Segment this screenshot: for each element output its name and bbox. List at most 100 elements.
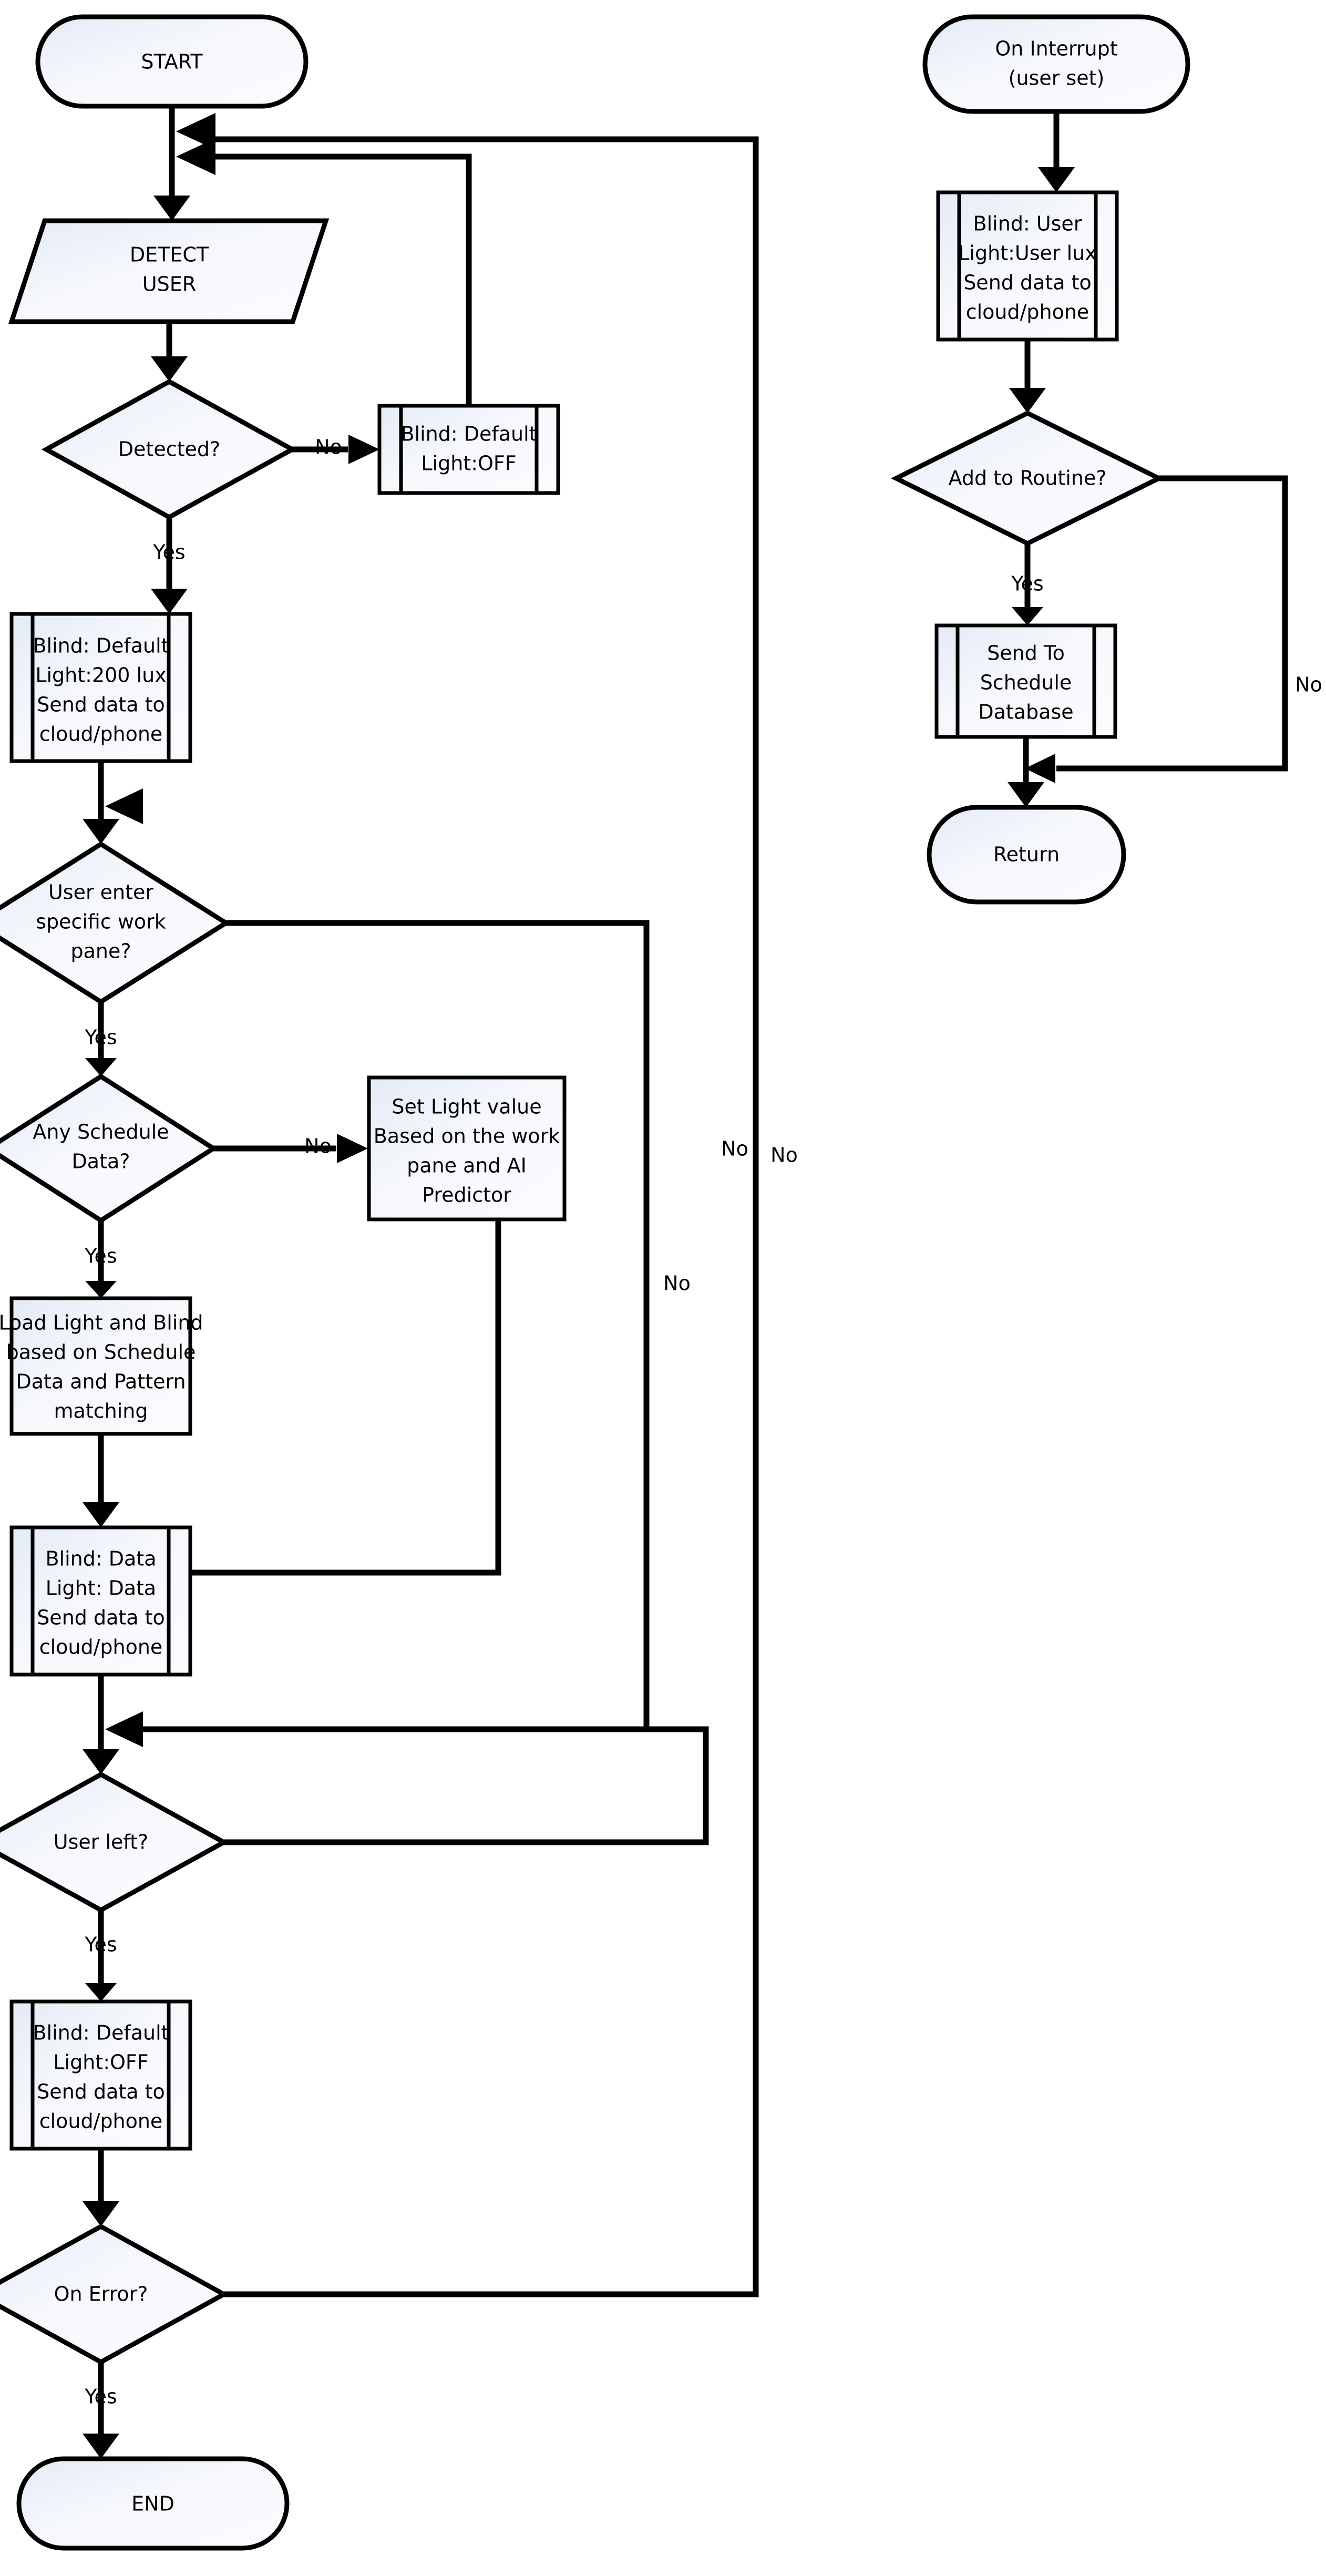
work-pane-line2: specific work <box>36 910 166 933</box>
blind-data-line3: Send data to <box>37 1606 165 1629</box>
edge-label-schedule-yes: Yes <box>84 1245 117 1268</box>
blind-data-line2: Light: Data <box>46 1577 156 1600</box>
node-blind-user[interactable]: Blind: User Light:User lux Send data to … <box>936 190 1119 342</box>
blind-default-off-end-line3: Send data to <box>37 2080 165 2103</box>
work-pane-line1: User enter <box>48 881 153 904</box>
blind-user-line1: Blind: User <box>973 212 1082 235</box>
arrowhead-loadlight-in <box>85 1281 117 1298</box>
arrowhead-workpane-in <box>83 819 119 844</box>
node-blind-default-off[interactable]: Blind: Default Light:OFF <box>377 404 560 495</box>
blind-user-shape <box>936 190 1119 342</box>
schedule-data-line1: Any Schedule <box>33 1121 169 1144</box>
arrowhead-blindoff-in <box>348 435 379 464</box>
start-label: START <box>141 50 203 74</box>
node-user-left-decision[interactable]: User left? <box>0 1771 229 1913</box>
blind-default-200-line2: Light:200 lux <box>35 664 166 687</box>
node-start[interactable]: START <box>35 14 309 109</box>
edge-label-userleft-no: No <box>721 1137 748 1161</box>
send-schedule-db-shape <box>934 623 1117 739</box>
blind-default-off-end-line4: cloud/phone <box>39 2110 163 2133</box>
blind-user-line4: cloud/phone <box>966 301 1089 324</box>
node-end[interactable]: END <box>16 2456 290 2551</box>
edge-label-addroutine-yes: Yes <box>1011 572 1043 596</box>
arrowhead-detected-in <box>151 356 188 382</box>
set-light-value-line1: Set Light value <box>392 1095 541 1118</box>
send-schedule-db-line1: Send To <box>987 642 1065 665</box>
end-label: END <box>131 2492 174 2516</box>
blind-default-off-end-shape <box>9 1999 192 2151</box>
arrowhead-merge-loops <box>105 1711 143 1747</box>
send-schedule-db-line3: Database <box>978 701 1073 724</box>
schedule-data-line2: Data? <box>72 1150 130 1173</box>
blind-default-off-line1: Blind: Default <box>400 423 537 446</box>
edge-label-workpane-no: No <box>663 1272 691 1295</box>
edge-blindoff-loopback <box>210 153 472 406</box>
edge-label-addroutine-no: No <box>1295 673 1322 696</box>
arrowhead-blindoffend-in <box>85 1983 117 2002</box>
on-interrupt-line2: (user set) <box>1009 67 1105 90</box>
blind-default-200-line1: Blind: Default <box>33 634 169 658</box>
arrowhead-schedule-in <box>85 1058 117 1076</box>
blind-data-line1: Blind: Data <box>45 1547 156 1571</box>
set-light-value-line3: pane and AI <box>407 1154 527 1177</box>
load-light-blind-line1: Load Light and Blind <box>0 1311 203 1335</box>
arrowhead-userleft-in <box>83 1749 119 1774</box>
on-interrupt-line1: On Interrupt <box>995 37 1117 60</box>
arrowhead-loop-onerror <box>176 113 215 150</box>
arrowhead-return-in <box>1008 782 1044 807</box>
edge-addroutine-no <box>1056 475 1288 772</box>
detected-label: Detected? <box>118 438 220 461</box>
load-light-blind-line4: matching <box>54 1400 148 1423</box>
edge-label-onerror-yes: Yes <box>84 2385 117 2408</box>
arrowhead-detect-in <box>153 196 190 221</box>
blind-default-off-line2: Light:OFF <box>421 452 516 475</box>
node-load-light-blind[interactable]: Load Light and Blind based on Schedule D… <box>0 1296 203 1436</box>
node-set-light-value[interactable]: Set Light value Based on the work pane a… <box>367 1075 567 1222</box>
edge-label-onerror-no: No <box>770 1144 798 1167</box>
node-add-routine-decision[interactable]: Add to Routine? <box>890 410 1165 547</box>
edge-label-schedule-no: No <box>304 1135 332 1158</box>
return-label: Return <box>993 843 1060 866</box>
blind-default-off-end-line2: Light:OFF <box>53 2051 148 2074</box>
blind-default-200-line4: cloud/phone <box>39 723 163 746</box>
return-shape <box>927 805 1126 905</box>
node-work-pane-decision[interactable]: User enter specific work pane? <box>0 841 231 1005</box>
arrowhead-setlight-in <box>337 1134 368 1163</box>
on-interrupt-shape <box>922 14 1190 114</box>
arrowhead-sendschedule-in <box>1012 607 1043 625</box>
set-light-value-line2: Based on the work <box>374 1125 560 1148</box>
node-return[interactable]: Return <box>927 805 1126 905</box>
user-left-label: User left? <box>54 1831 148 1854</box>
blind-user-line3: Send data to <box>963 271 1092 294</box>
load-light-blind-line2: based on Schedule <box>6 1341 196 1364</box>
load-light-blind-shape <box>9 1296 192 1436</box>
detect-user-label-line1: DETECT <box>130 243 209 266</box>
blind-default-200-line3: Send data to <box>37 693 165 716</box>
arrowhead-blinduser-in <box>1038 167 1075 192</box>
node-schedule-data-decision[interactable]: Any Schedule Data? <box>0 1073 218 1224</box>
edge-label-userleft-yes: Yes <box>84 1933 117 1956</box>
node-send-schedule-db[interactable]: Send To Schedule Database <box>934 623 1117 739</box>
arrowhead-merge-addroutine-no <box>1025 754 1055 783</box>
node-detected-decision[interactable]: Detected? <box>41 378 297 520</box>
node-blind-default-off-end[interactable]: Blind: Default Light:OFF Send data to cl… <box>9 1999 192 2151</box>
node-blind-data[interactable]: Blind: Data Light: Data Send data to clo… <box>9 1525 192 1677</box>
node-on-error-decision[interactable]: On Error? <box>0 2223 229 2365</box>
arrowhead-loop-workpane-no <box>105 788 143 824</box>
node-blind-default-200[interactable]: Blind: Default Light:200 lux Send data t… <box>9 612 192 763</box>
send-schedule-db-line2: Schedule <box>980 671 1072 694</box>
arrowhead-loop-blindoff <box>176 138 215 175</box>
detect-user-shape <box>8 218 330 324</box>
load-light-blind-line3: Data and Pattern <box>16 1370 186 1393</box>
blind-default-off-shape <box>377 404 560 495</box>
node-detect-user[interactable]: DETECT USER <box>8 218 330 324</box>
edge-onerror-no <box>210 136 759 2297</box>
arrowhead-addroutine-in <box>1009 388 1046 413</box>
on-error-label: On Error? <box>54 2283 148 2306</box>
node-on-interrupt[interactable]: On Interrupt (user set) <box>922 14 1190 114</box>
blind-default-200-shape <box>9 612 192 763</box>
edge-label-detected-no: No <box>315 436 342 459</box>
blind-user-line2: Light:User lux <box>958 242 1096 265</box>
